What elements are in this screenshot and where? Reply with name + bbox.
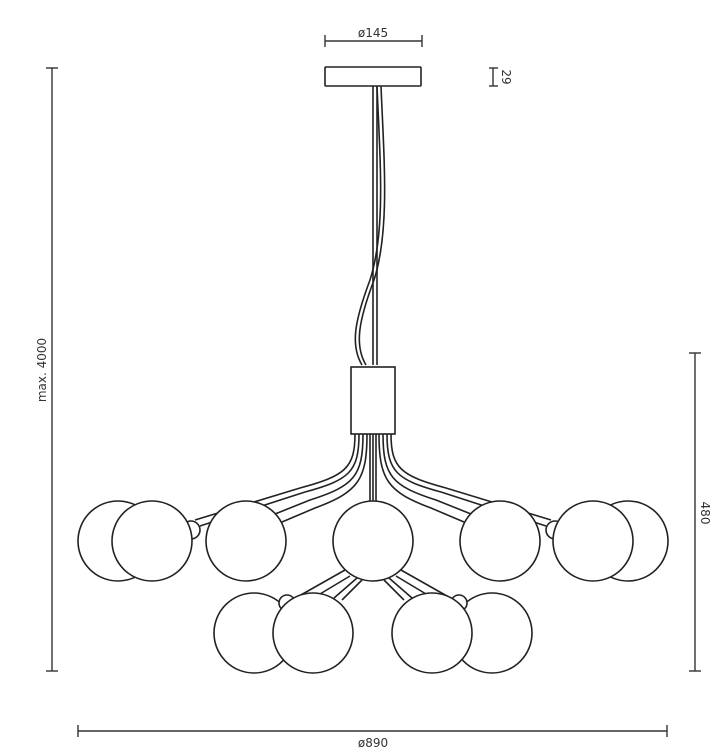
- front-globes: [111, 500, 634, 674]
- globe: [272, 592, 354, 674]
- globe: [459, 500, 541, 582]
- ceiling-canopy: [324, 66, 422, 87]
- fixture-height-label: 480: [698, 502, 712, 525]
- max-drop-dimension: max. 4000: [35, 67, 58, 672]
- globe: [111, 500, 193, 582]
- globe: [332, 500, 414, 582]
- globe: [552, 500, 634, 582]
- fixture-body: [350, 366, 396, 435]
- canopy-height-dimension: 29: [489, 67, 513, 87]
- canopy-height-label: 29: [499, 69, 513, 84]
- fixture-height-dimension: 480: [689, 352, 712, 672]
- suspension-cables: [354, 85, 386, 366]
- canopy-diameter-label: ø145: [358, 26, 388, 40]
- canopy-diameter-dimension: ø145: [324, 26, 423, 47]
- fixture-diameter-label: ø890: [358, 736, 388, 750]
- globe: [391, 592, 473, 674]
- fixture-diameter-dimension: ø890: [77, 725, 668, 750]
- max-drop-label: max. 4000: [35, 338, 49, 402]
- globe: [205, 500, 287, 582]
